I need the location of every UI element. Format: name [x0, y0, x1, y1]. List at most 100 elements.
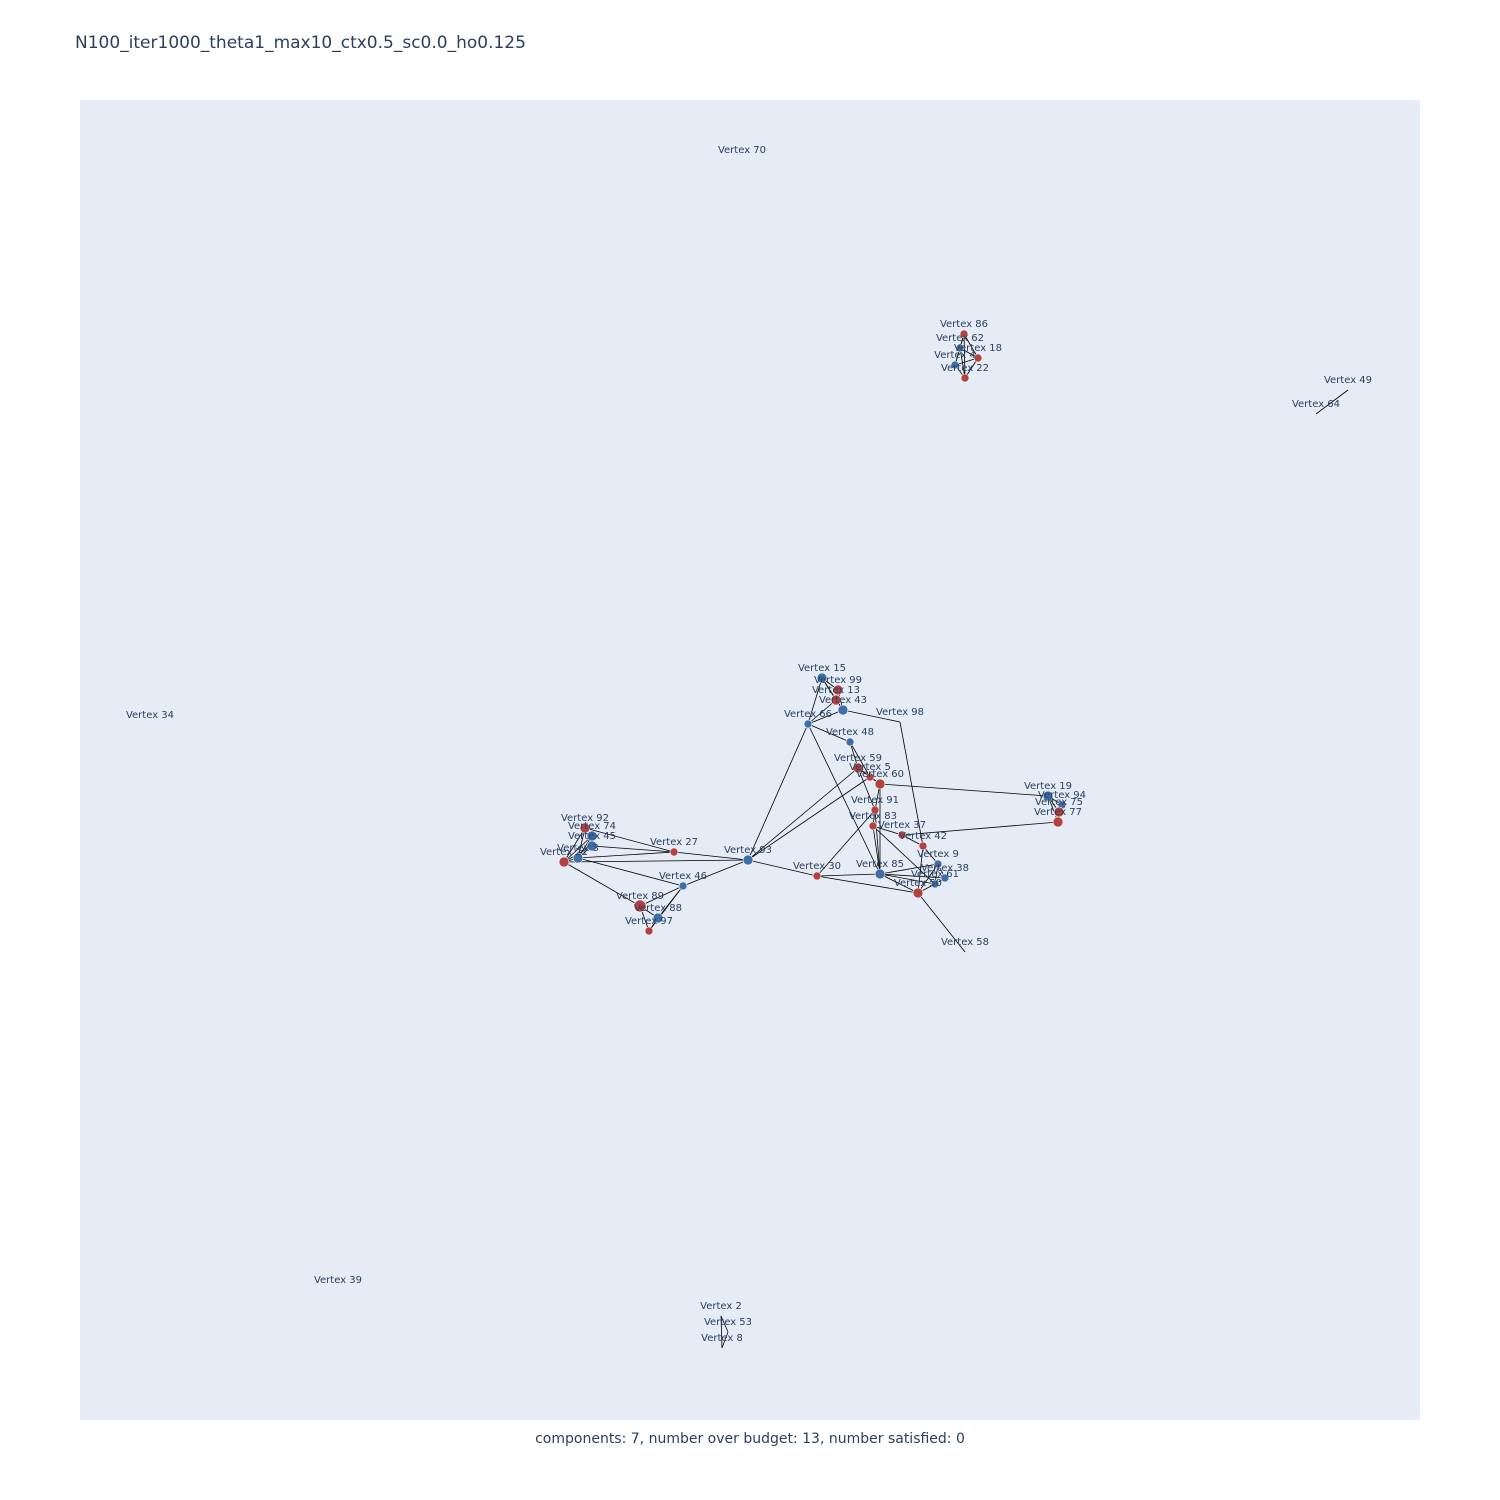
edge-13-66	[807, 699, 837, 725]
edge-66-93	[747, 723, 809, 861]
node-vertex-15[interactable]	[816, 672, 828, 684]
stats-caption: components: 7, number over budget: 13, n…	[535, 1431, 965, 1447]
node-vertex-22[interactable]	[960, 373, 970, 383]
edge-48-5	[849, 741, 871, 778]
node-vertex-66[interactable]	[803, 719, 813, 729]
edge-74-21	[563, 835, 593, 863]
node-vertex-37[interactable]	[897, 830, 907, 840]
vertex-label-97: Vertex 97	[625, 916, 673, 927]
vertex-label-39: Vertex 39	[314, 1275, 362, 1286]
vertex-label-99: Vertex 99	[814, 675, 862, 686]
edge-43-66	[807, 709, 844, 725]
vertex-label-86: Vertex 86	[940, 319, 988, 330]
node-vertex-48[interactable]	[845, 737, 855, 747]
node-vertex-62[interactable]	[955, 343, 965, 353]
node-vertex-19[interactable]	[1042, 790, 1054, 802]
edge-9-50	[917, 863, 939, 894]
vertex-label-43: Vertex 43	[819, 695, 867, 706]
vertex-label-61: Vertex 61	[911, 869, 959, 880]
node-vertex-50[interactable]	[912, 887, 924, 899]
vertex-label-98: Vertex 98	[876, 707, 924, 718]
node-vertex-13[interactable]	[830, 694, 842, 706]
edge-3-27	[577, 851, 675, 859]
node-vertex-5[interactable]	[865, 772, 875, 782]
vertex-label-45: Vertex 45	[568, 831, 616, 842]
node-vertex-77[interactable]	[1052, 816, 1064, 828]
edge-27-93	[673, 851, 749, 861]
node-vertex-18[interactable]	[973, 353, 983, 363]
node-vertex-43[interactable]	[837, 704, 849, 716]
vertex-label-66: Vertex 66	[784, 709, 832, 720]
vertex-label-70: Vertex 70	[718, 145, 766, 156]
node-vertex-59[interactable]	[852, 762, 864, 774]
node-vertex-30[interactable]	[812, 871, 822, 881]
node-vertex-61[interactable]	[930, 879, 940, 889]
edges-layer	[563, 333, 1349, 1349]
edge-92-21	[563, 827, 586, 863]
node-vertex-93[interactable]	[742, 854, 754, 866]
edge-15-66	[807, 677, 823, 725]
vertex-label-92: Vertex 92	[561, 813, 609, 824]
vertex-label-94: Vertex 94	[1038, 790, 1086, 801]
node-vertex-21[interactable]	[558, 856, 570, 868]
edge-3-46	[577, 857, 684, 887]
edge-85-50	[879, 873, 919, 894]
node-vertex-88[interactable]	[652, 912, 664, 924]
vertex-label-18: Vertex 18	[954, 343, 1002, 354]
edge-93-5	[747, 776, 871, 861]
edge-50-58	[917, 892, 966, 953]
vertex-label-48: Vertex 48	[826, 727, 874, 738]
edge-92-27	[584, 827, 675, 853]
node-vertex-42[interactable]	[918, 841, 928, 851]
node-vertex-91[interactable]	[870, 805, 880, 815]
node-vertex-4[interactable]	[950, 360, 960, 370]
vertex-label-34: Vertex 34	[126, 710, 174, 721]
node-vertex-83[interactable]	[868, 821, 878, 831]
edge-83-61	[872, 825, 936, 885]
vertex-label-3: Vertex 3	[557, 843, 599, 854]
vertex-label-60: Vertex 60	[856, 769, 904, 780]
edge-83-85	[872, 825, 881, 875]
node-vertex-27[interactable]	[669, 847, 679, 857]
node-vertex-85[interactable]	[874, 868, 886, 880]
node-vertex-3[interactable]	[572, 852, 584, 864]
node-vertex-60[interactable]	[874, 778, 886, 790]
edge-42-50	[917, 845, 924, 894]
vertex-label-64: Vertex 64	[1292, 399, 1340, 410]
vertex-label-50: Vertex 50	[894, 878, 942, 889]
edge-86-22	[963, 333, 966, 379]
vertex-label-42: Vertex 42	[899, 831, 947, 842]
node-vertex-9[interactable]	[933, 859, 943, 869]
node-vertex-99[interactable]	[832, 684, 844, 696]
node-vertex-38[interactable]	[940, 873, 950, 883]
edge-93-30	[747, 859, 818, 877]
vertex-label-27: Vertex 27	[650, 837, 698, 848]
edge-21-93	[563, 859, 749, 863]
node-vertex-45[interactable]	[586, 840, 598, 852]
vertex-label-13: Vertex 13	[812, 685, 860, 696]
vertex-label-30: Vertex 30	[793, 861, 841, 872]
node-vertex-89[interactable]	[633, 899, 647, 913]
vertex-label-58: Vertex 58	[941, 937, 989, 948]
edge-37-77	[901, 821, 1059, 836]
vertex-label-37: Vertex 37	[878, 820, 926, 831]
vertex-label-93: Vertex 93	[724, 845, 772, 856]
edge-59-91	[857, 767, 876, 811]
node-vertex-92[interactable]	[579, 822, 591, 834]
vertex-label-46: Vertex 46	[659, 871, 707, 882]
edge-85-38	[879, 873, 946, 879]
node-vertex-46[interactable]	[678, 881, 688, 891]
vertex-label-21: Vertex 21	[540, 847, 588, 858]
edge-45-27	[591, 845, 675, 853]
node-vertex-86[interactable]	[959, 329, 969, 339]
vertex-label-15: Vertex 15	[798, 663, 846, 674]
node-vertex-97[interactable]	[644, 926, 654, 936]
edge-98-42	[899, 721, 924, 847]
edge-66-48	[807, 723, 851, 743]
edge-2-8	[720, 1315, 723, 1349]
edge-66-85	[807, 723, 881, 875]
vertex-label-75: Vertex 75	[1035, 797, 1083, 808]
edge-30-91	[816, 809, 876, 877]
